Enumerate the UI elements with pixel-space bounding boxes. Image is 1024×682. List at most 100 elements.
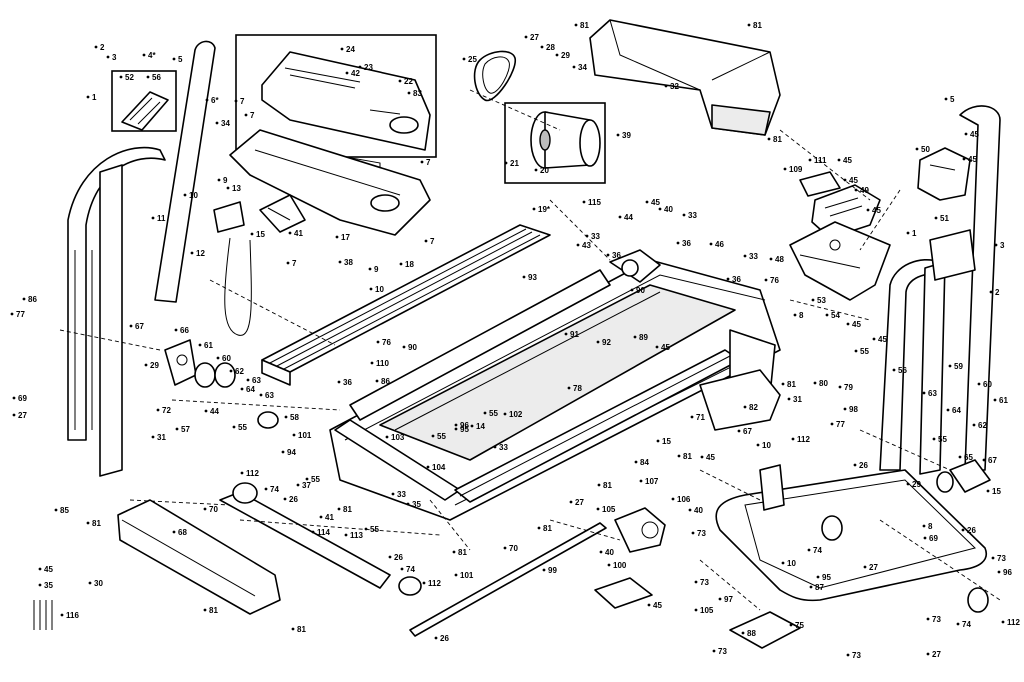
part-callout-label: 56 [152,73,161,82]
drive-belt-25 [473,50,516,102]
part-callout-label: 35 [44,581,53,590]
part-callout-label: 35 [412,500,421,509]
foot-pad-100 [594,577,653,609]
part-callout-label: 29 [150,361,159,370]
callout-leader-dot [369,287,373,291]
left-bracket-66 [164,339,197,386]
part-callout-label: 81 [603,481,612,490]
callout-leader-dot [246,378,250,382]
part-callout-label: 96 [460,421,469,430]
callout-leader-dot [671,497,675,501]
callout-leader-dot [434,636,438,640]
part-callout-label: 12 [196,249,205,258]
part-callout-label: 5 [950,95,955,104]
callout-leader-dot [216,356,220,360]
callout-leader-dot [838,385,842,389]
callout-leader-dot [522,275,526,279]
callout-leader-dot [86,95,90,99]
part-callout-label: 68 [178,528,187,537]
callout-leader-dot [172,57,176,61]
callout-leader-dot [422,581,426,585]
callout-leader-dot [964,132,968,136]
part-callout-label: 53 [817,296,826,305]
callout-leader-dot [906,482,910,486]
part-callout-label: 36 [682,239,691,248]
part-callout-label: 94 [287,448,296,457]
callout-leader-dot [86,521,90,525]
part-callout-label: 82 [749,403,758,412]
part-callout-label: 112 [797,435,810,444]
callout-leader-dot [618,215,622,219]
part-callout-label: 31 [157,433,166,442]
part-callout-label: 55 [860,347,869,356]
callout-leader-dot [385,435,389,439]
part-callout-label: 45 [706,453,715,462]
drive-roller-90 [609,249,661,283]
console-inset [235,34,437,186]
callout-leader-dot [977,382,981,386]
callout-leader-dot [106,55,110,59]
callout-leader-dot [596,507,600,511]
part-callout-label: 22 [404,77,413,86]
callout-leader-dot [948,364,952,368]
callout-leader-dot [863,565,867,569]
callout-leader-dot [816,575,820,579]
callout-leader-dot [986,489,990,493]
part-callout-label: 27 [869,563,878,572]
part-callout-label: 55 [238,423,247,432]
callout-leader-dot [503,546,507,550]
callout-leader-dot [989,290,993,294]
part-callout-label: 103 [391,433,405,442]
callout-leader-dot [483,411,487,415]
part-callout-label: 17 [341,233,350,242]
deck-frame [329,259,781,521]
part-callout-label: 34 [221,119,230,128]
callout-leader-dot [854,188,858,192]
part-callout-label: 76 [770,276,779,285]
callout-leader-dot [183,193,187,197]
base-frame-75 [715,464,987,602]
right-mount-50 [917,147,971,201]
part-callout-label: 45 [849,176,858,185]
callout-leader-dot [286,261,290,265]
part-callout-label: 110 [376,359,389,368]
callout-leader-dot [337,507,341,511]
part-callout-label: 57 [181,425,190,434]
callout-leader-dot [872,337,876,341]
part-callout-label: 61 [204,341,213,350]
part-callout-label: 8 [799,311,804,320]
part-callout-label: 78 [573,384,582,393]
callout-leader-dot [146,75,150,79]
part-callout-label: 7 [292,259,297,268]
part-callout-label: 2 [995,288,1000,297]
motor-106 [614,507,666,553]
part-callout-label: 80 [819,379,828,388]
part-callout-label: 36 [343,378,352,387]
callout-leader-dot [599,550,603,554]
part-callout-label: 84 [640,458,649,467]
part-callout-label: 8 [928,522,933,531]
callout-leader-dot [400,567,404,571]
part-callout-label: 23 [364,63,373,72]
part-callout-label: 45 [878,335,887,344]
callout-leader-dot [767,137,771,141]
callout-leader-dot [682,213,686,217]
callout-leader-dot [532,207,536,211]
callout-leader-dot [375,379,379,383]
part-callout-label: 104 [432,463,446,472]
part-callout-label: 106 [677,495,691,504]
callout-leader-dot [688,508,692,512]
callout-leader-dot [866,208,870,212]
callout-leader-dot [406,502,410,506]
callout-leader-dot [743,254,747,258]
callout-leader-dot [576,243,580,247]
callout-leader-dot [12,396,16,400]
part-callout-label: 21 [510,159,519,168]
callout-leader-dot [781,382,785,386]
callout-leader-dot [240,387,244,391]
callout-leader-dot [376,340,380,344]
part-callout-label: 26 [967,526,976,535]
callout-leader-dot [540,45,544,49]
part-callout-label: 45 [970,130,979,139]
part-callout-label: 26 [440,634,449,643]
